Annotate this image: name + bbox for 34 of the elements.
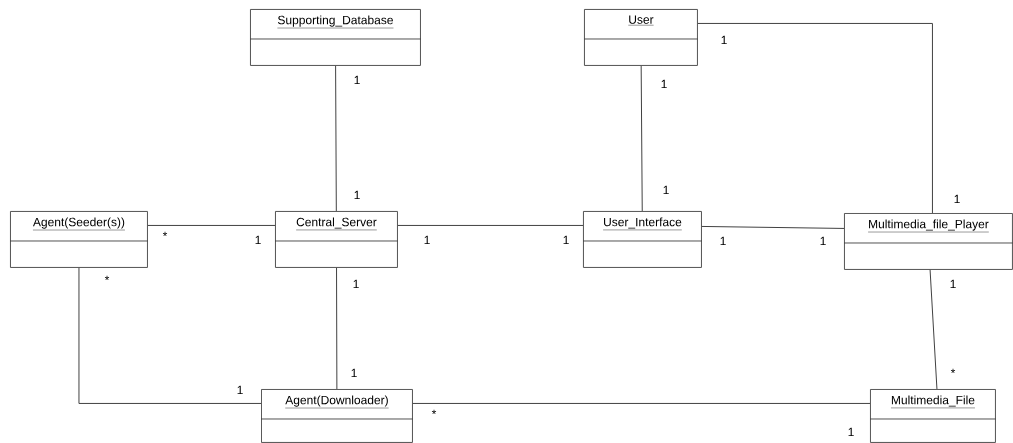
association-line: [697, 22, 933, 214]
multiplicity-label: 1: [237, 385, 243, 395]
multiplicity-label: 1: [820, 236, 826, 246]
association-line: [929, 269, 938, 390]
multiplicity-label: 1: [663, 185, 669, 195]
association-line: [147, 224, 276, 226]
class-box: Agent(Downloader): [260, 389, 414, 443]
multiplicity-label: 1: [848, 427, 854, 437]
association-line: [336, 267, 338, 390]
multiplicity-label: *: [431, 409, 437, 415]
association-line: [701, 225, 845, 229]
class-box: Supporting_Database: [249, 9, 422, 66]
multiplicity-label: 1: [353, 279, 359, 289]
multiplicity-label: 1: [354, 190, 360, 200]
association-line: [397, 224, 584, 226]
class-box: User: [583, 9, 699, 66]
multiplicity-label: 1: [351, 368, 357, 378]
class-box: Agent(Seeder(s)): [9, 211, 149, 268]
multiplicity-label: *: [950, 368, 956, 374]
multiplicity-label: *: [162, 231, 168, 237]
multiplicity-label: 1: [661, 79, 667, 89]
association-line: [78, 267, 262, 404]
multiplicity-label: 1: [563, 235, 569, 245]
multiplicity-label: 1: [255, 235, 261, 245]
multiplicity-label: 1: [720, 236, 726, 246]
multiplicity-label: 1: [721, 35, 727, 45]
class-box: Multimedia_File: [869, 389, 997, 443]
class-box: User_Interface: [582, 211, 703, 268]
class-box: Central_Server: [274, 211, 399, 268]
class-box: Multimedia_file_Player: [843, 213, 1013, 270]
association-line: [412, 402, 871, 404]
multiplicity-label: 1: [424, 235, 430, 245]
association-line: [335, 65, 337, 212]
association-line: [640, 65, 643, 212]
